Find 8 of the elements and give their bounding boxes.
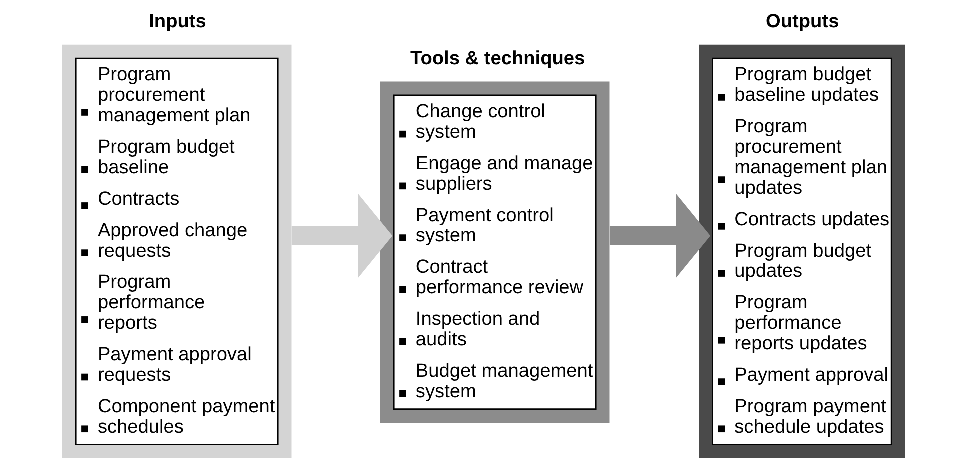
node-box: Program procurement management plan Program budget baseline Contracts Approved change requests Program performance reports Payment approval requests Component payment schedules: [62, 44, 292, 458]
node-label: Outputs: [766, 11, 840, 32]
node-label: Tools & techniques: [410, 48, 586, 70]
node-box: Change control system Engage and manage suppliers Payment control system Contract performance review Inspection and audits Budget management system: [380, 82, 610, 423]
node-box: Program budget baseline updates Program procurement management plan updates Contracts updates Program budget updates Program performance reports updates Payment approval Program payment schedule updates: [699, 44, 906, 458]
arrow: [292, 194, 393, 278]
arrow: [610, 194, 711, 278]
node-label: Inputs: [149, 11, 206, 32]
